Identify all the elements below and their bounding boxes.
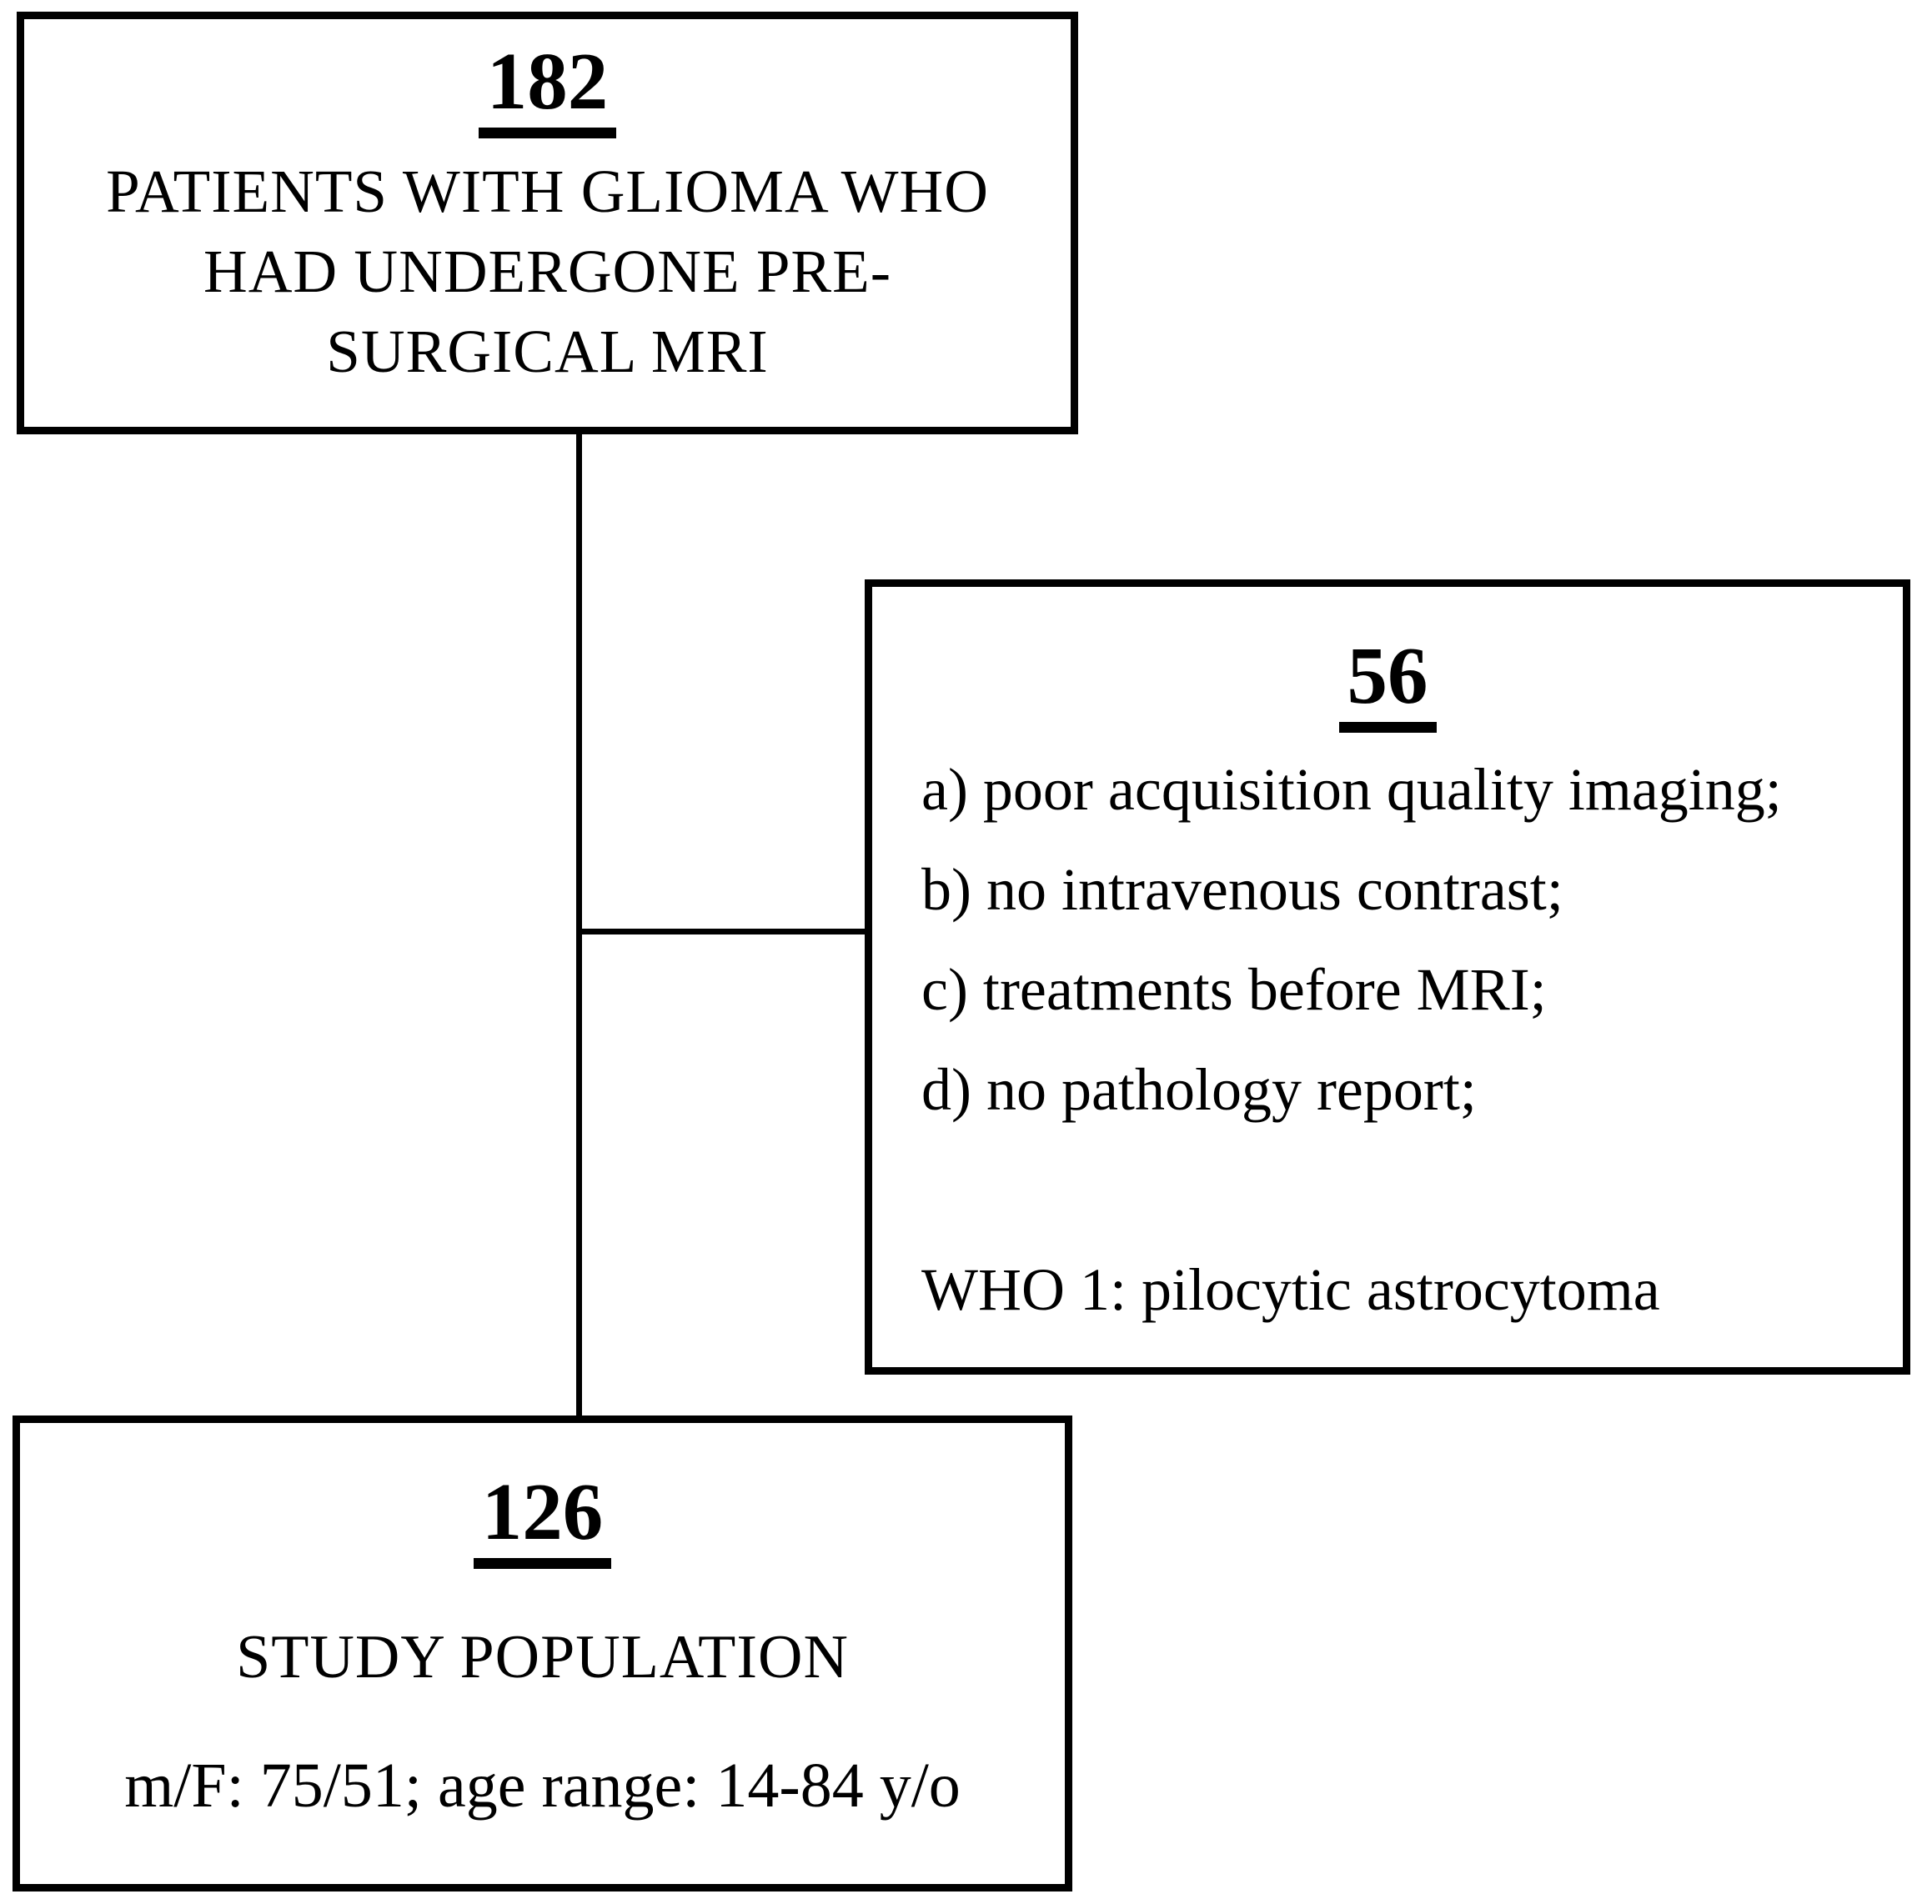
enrolled-count-value: 182 xyxy=(478,41,617,138)
study-population-count-value: 126 xyxy=(473,1471,612,1569)
study-population-title: STUDY POPULATION xyxy=(236,1623,849,1691)
excluded-count: 56 xyxy=(872,635,1903,733)
study-population-demographics: m/F: 75/51; age range: 14-84 y/o xyxy=(124,1751,961,1821)
study-population-count: 126 xyxy=(20,1471,1065,1569)
enrolled-description: PATIENTS WITH GLIOMA WHO HAD UNDERGONE P… xyxy=(24,152,1071,392)
exclusion-criterion-c: c) treatments before MRI; xyxy=(921,956,1547,1023)
exclusion-criterion-a: a) poor acquisition quality imaging; xyxy=(921,756,1782,823)
enrolled-count: 182 xyxy=(24,41,1071,138)
connector-horizontal-branch xyxy=(576,929,866,934)
node-study-population: 126 STUDY POPULATION m/F: 75/51; age ran… xyxy=(13,1415,1072,1891)
exclusion-criteria-list: a) poor acquisition quality imaging; b) … xyxy=(872,739,1903,1140)
enrolled-description-line: HAD UNDERGONE PRE- xyxy=(203,238,892,305)
exclusion-criterion-d: d) no pathology report; xyxy=(921,1056,1477,1123)
exclusion-criterion-b: b) no intravenous contrast; xyxy=(921,856,1563,923)
connector-vertical-line xyxy=(576,432,582,1417)
node-enrolled-patients: 182 PATIENTS WITH GLIOMA WHO HAD UNDERGO… xyxy=(17,12,1078,434)
excluded-count-value: 56 xyxy=(1338,635,1437,733)
node-excluded-patients: 56 a) poor acquisition quality imaging; … xyxy=(865,579,1910,1375)
enrolled-description-line: PATIENTS WITH GLIOMA WHO xyxy=(106,158,989,225)
exclusion-note: WHO 1: pilocytic astrocytoma xyxy=(921,1256,1660,1323)
enrolled-description-line: SURGICAL MRI xyxy=(326,318,769,385)
